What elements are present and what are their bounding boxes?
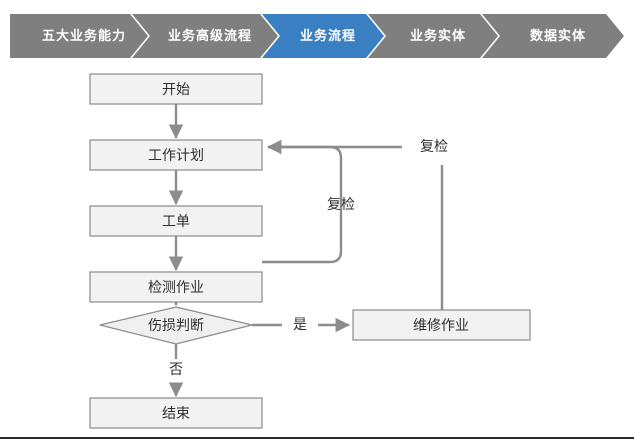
node-work-order[interactable]: 工单 xyxy=(89,205,263,237)
node-end[interactable]: 结束 xyxy=(89,397,263,429)
flowchart: 开始 工作计划 工单 检测作业 伤损判断 维修作业 结束 复检 复检 xyxy=(89,73,531,429)
node-start[interactable]: 开始 xyxy=(89,73,263,105)
node-inspection[interactable]: 检测作业 xyxy=(89,271,263,303)
edge-label-no: 否 xyxy=(169,362,183,378)
breadcrumb: 五大业务能力 业务高级流程 业务流程 业务实体 数据实体 xyxy=(0,14,634,58)
node-inspection-label: 检测作业 xyxy=(148,280,204,296)
breadcrumb-step-2[interactable]: 业务高级流程 xyxy=(132,14,278,58)
breadcrumb-step-3-label: 业务流程 xyxy=(299,28,356,44)
node-work-plan[interactable]: 工作计划 xyxy=(89,139,263,171)
breadcrumb-step-4[interactable]: 业务实体 xyxy=(368,14,498,58)
node-damage-decision-label: 伤损判断 xyxy=(148,318,204,334)
node-repair-label: 维修作业 xyxy=(413,318,469,334)
breadcrumb-step-5[interactable]: 数据实体 xyxy=(482,14,624,58)
edge-label-yes: 是 xyxy=(293,317,307,333)
breadcrumb-step-1-label: 五大业务能力 xyxy=(41,28,126,44)
node-damage-decision[interactable]: 伤损判断 xyxy=(99,306,253,345)
node-repair[interactable]: 维修作业 xyxy=(352,309,531,341)
breadcrumb-step-2-label: 业务高级流程 xyxy=(167,28,252,44)
node-work-plan-label: 工作计划 xyxy=(148,148,204,164)
breadcrumb-step-5-label: 数据实体 xyxy=(529,28,586,44)
node-start-label: 开始 xyxy=(162,82,190,98)
edge-label-recheck-inner: 复检 xyxy=(327,196,355,213)
node-work-order-label: 工单 xyxy=(162,214,190,230)
breadcrumb-step-4-label: 业务实体 xyxy=(409,28,466,44)
edge-label-recheck-outer: 复检 xyxy=(420,138,448,155)
breadcrumb-step-3[interactable]: 业务流程 xyxy=(262,14,384,58)
node-end-label: 结束 xyxy=(162,406,190,422)
breadcrumb-step-1[interactable]: 五大业务能力 xyxy=(10,14,148,58)
